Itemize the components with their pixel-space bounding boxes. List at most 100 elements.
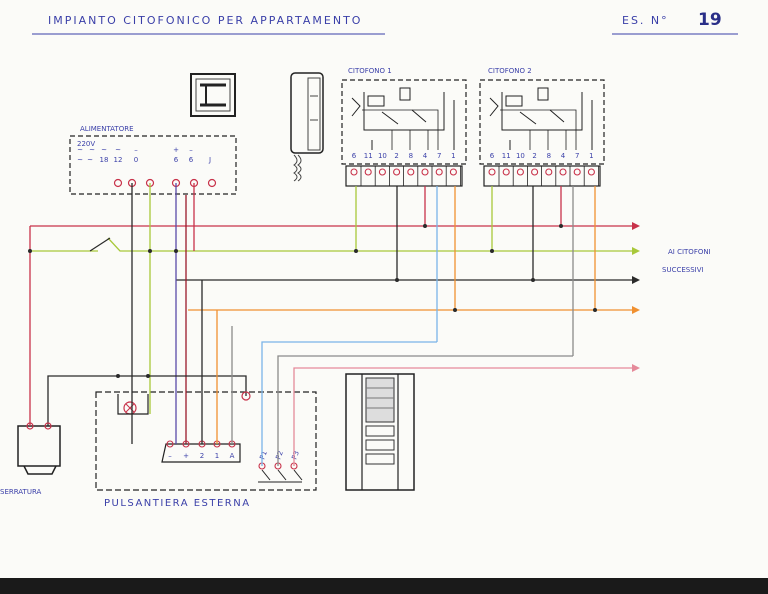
alimentatore-bottom-label: 0 bbox=[134, 156, 138, 164]
citofono-terminal-label: 4 bbox=[561, 152, 566, 160]
citofono-terminal-label: 6 bbox=[352, 152, 357, 160]
junction-dot bbox=[146, 374, 150, 378]
junction-dot bbox=[593, 308, 597, 312]
pulsantiera-button-contact bbox=[277, 469, 287, 481]
terminal-screw-icon bbox=[488, 168, 496, 176]
internal-wiring bbox=[362, 109, 439, 150]
alimentatore-top-label: ~ bbox=[77, 146, 83, 154]
arrow-icon bbox=[632, 306, 640, 314]
terminal-screw-icon bbox=[587, 168, 595, 176]
citofono-box bbox=[341, 79, 467, 165]
output-arrows bbox=[632, 222, 640, 372]
wire-pink-puls bbox=[293, 367, 632, 466]
alimentatore-top-label: ~ bbox=[101, 146, 107, 154]
pulsantiera-terminal-label: A bbox=[230, 452, 235, 460]
terminal-screw-icon bbox=[364, 168, 372, 176]
example-number: 19 bbox=[698, 10, 722, 30]
alimentatore-top-label: ~ bbox=[89, 146, 95, 154]
alimentatore-bottom-label: ~ bbox=[77, 156, 83, 164]
alimentatore-top-label: + bbox=[173, 146, 179, 154]
arrow-icon bbox=[632, 247, 640, 255]
pulsantiera-box: – +2 1 A P1 P2 P3 bbox=[95, 391, 317, 491]
buzzer-icon bbox=[367, 95, 385, 107]
terminal-screw-icon bbox=[559, 168, 567, 176]
terminal-screw-icon bbox=[531, 168, 539, 176]
citofono-terminal-label: 11 bbox=[502, 152, 511, 160]
terminal-screw-icon bbox=[421, 168, 429, 176]
pulsantiera-buttons: P1 P2 P3 bbox=[258, 450, 303, 483]
citofono-2-label: CITOFONO 2 bbox=[488, 67, 532, 75]
wire-green-bus bbox=[30, 237, 632, 252]
serratura-label: SERRATURA bbox=[0, 488, 42, 496]
successivi-label: SUCCESSIVI bbox=[662, 266, 704, 274]
citofono-terminal-label: 2 bbox=[394, 152, 398, 160]
example-prefix: ES. N° bbox=[622, 14, 669, 27]
junction-dot bbox=[559, 224, 563, 228]
citofono-terminal-label: 1 bbox=[589, 152, 593, 160]
citofono-box bbox=[479, 79, 605, 165]
terminal-screw-icon bbox=[516, 168, 524, 176]
terminal-screw-icon bbox=[502, 168, 510, 176]
citofono-terminal-label: 6 bbox=[490, 152, 495, 160]
pulsantiera-terminal-label: – bbox=[168, 452, 172, 460]
pulsantiera-terminal-label: + bbox=[183, 452, 189, 460]
pulsantiera-label: PULSANTIERA ESTERNA bbox=[104, 498, 251, 509]
citofono-2: 6 11 10 2 8 4 7 1 bbox=[479, 79, 605, 187]
junction-dot bbox=[354, 249, 358, 253]
terminal-screw-icon bbox=[573, 168, 581, 176]
junction-dot bbox=[148, 249, 152, 253]
handset-icon bbox=[290, 72, 324, 182]
junction-dot bbox=[531, 278, 535, 282]
junction-dot bbox=[453, 308, 457, 312]
arrow-icon bbox=[632, 276, 640, 284]
pulsantiera-button-label: P1 bbox=[258, 450, 268, 461]
pulsantiera-button-label: P3 bbox=[290, 450, 300, 461]
pulsantiera-terminal-label: 2 bbox=[200, 452, 204, 460]
terminal-screw-icon bbox=[449, 168, 457, 176]
pulsantiera-terminal-label: 1 bbox=[215, 452, 219, 460]
citofono-terminal-label: 7 bbox=[437, 152, 441, 160]
terminal-strip bbox=[483, 165, 601, 187]
terminal-screw-icon bbox=[545, 168, 553, 176]
internal-wiring bbox=[489, 92, 583, 131]
citofono-terminal-label: 4 bbox=[423, 152, 428, 160]
terminal-screw-icon bbox=[207, 178, 217, 188]
sheet-title: IMPIANTO CITOFONICO PER APPARTAMENTO bbox=[48, 14, 362, 27]
citofono-terminal-label: 7 bbox=[575, 152, 579, 160]
citofono-1-label: CITOFONO 1 bbox=[348, 67, 392, 75]
citofono-terminal-label: 2 bbox=[532, 152, 536, 160]
terminal-screw-icon bbox=[166, 440, 174, 448]
pulsantiera-button-label: P2 bbox=[274, 450, 284, 461]
wiring-diagram: IMPIANTO CITOFONICO PER APPARTAMENTO ES.… bbox=[0, 10, 738, 509]
pulsantiera-button-contact bbox=[261, 469, 271, 481]
pulsantiera-button-contact bbox=[293, 469, 303, 481]
wires bbox=[26, 183, 632, 466]
relay-icon bbox=[399, 87, 411, 101]
citofono-terminal-label: 10 bbox=[516, 152, 525, 160]
internal-wiring bbox=[500, 109, 577, 150]
junction-dot bbox=[490, 249, 494, 253]
alimentatore-terminals bbox=[113, 178, 217, 188]
citofono-terminal-label: 11 bbox=[364, 152, 373, 160]
alimentatore-bottom-label: 18 bbox=[100, 156, 109, 164]
citofono-terminal-label: 1 bbox=[451, 152, 455, 160]
alimentatore-bottom-label: ~ bbox=[87, 156, 93, 164]
internal-wiring bbox=[509, 100, 593, 150]
terminal-screw-icon bbox=[113, 178, 123, 188]
relay-icon bbox=[537, 87, 549, 101]
citofono-terminal-label: 8 bbox=[409, 152, 413, 160]
serratura-icon bbox=[17, 425, 61, 475]
alimentatore-label: ALIMENTATORE bbox=[80, 125, 134, 133]
terminal-screw-icon bbox=[378, 168, 386, 176]
ai-citofoni-label: AI CITOFONI bbox=[668, 248, 711, 256]
citofono-terminal-label: 8 bbox=[547, 152, 551, 160]
terminal-screw-icon bbox=[435, 168, 443, 176]
door-panel-icon bbox=[345, 373, 415, 491]
terminal-screw-icon bbox=[241, 391, 251, 401]
terminal-screw-icon bbox=[393, 168, 401, 176]
terminal-screw-icon bbox=[44, 422, 52, 430]
alimentatore-bottom-label: J bbox=[208, 156, 211, 164]
